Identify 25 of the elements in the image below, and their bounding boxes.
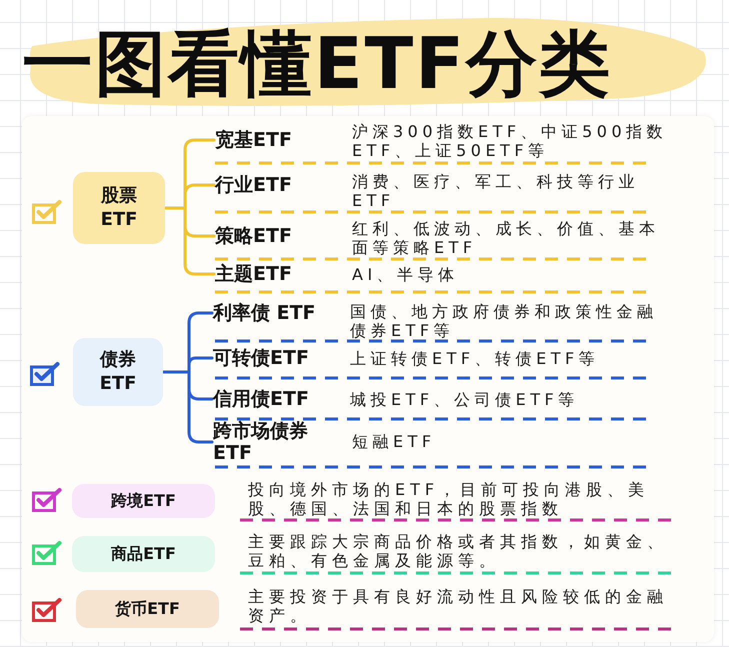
description-text: 投向境外市场的ETF，目前可投向港股、美股、德国、法国和日本的股票指数 <box>248 480 650 518</box>
connector-line <box>162 370 214 444</box>
description-text: 城投ETF、公司债ETF等 <box>350 390 579 408</box>
subcategory-label: 宽基ETF <box>215 129 292 151</box>
category-box: 债券ETF <box>73 338 163 406</box>
subcategory-label: 策略ETF <box>215 225 292 247</box>
description-text: 短融ETF <box>352 432 436 450</box>
category-box: 股票ETF <box>73 172 165 244</box>
category-box: 货币ETF <box>76 590 219 628</box>
subcategory-label: 利率债 ETF <box>213 302 316 324</box>
description-text: 消费、医疗、军工、科技等行业ETF <box>352 172 640 210</box>
description-text: 沪深300指数ETF、中证500指数ETF、上证50ETF等 <box>352 122 668 160</box>
category-box: 跨境ETF <box>72 484 215 518</box>
description-text: AI、半导体 <box>352 264 459 284</box>
description-text: 红利、低波动、成长、价值、基本面等策略ETF <box>352 219 660 257</box>
subcategory-label: 行业ETF <box>215 174 292 196</box>
subcategory-label: 信用债ETF <box>213 388 309 410</box>
description-text: 主要跟踪大宗商品价格或者其指数，如黄金、豆粕、有色金属及能源等。 <box>248 532 669 570</box>
subcategory-label: 跨市场债券ETF <box>213 420 321 464</box>
category-box: 商品ETF <box>72 536 215 572</box>
description-text: 国债、地方政府债券和政策性金融债券ETF等 <box>350 302 658 340</box>
subcategory-label: 可转债ETF <box>213 347 309 369</box>
subcategory-label: 主题ETF <box>215 263 292 285</box>
description-text: 主要投资于具有良好流动性且风险较低的金融资产。 <box>248 587 669 625</box>
description-text: 上证转债ETF、转债ETF等 <box>350 348 600 368</box>
